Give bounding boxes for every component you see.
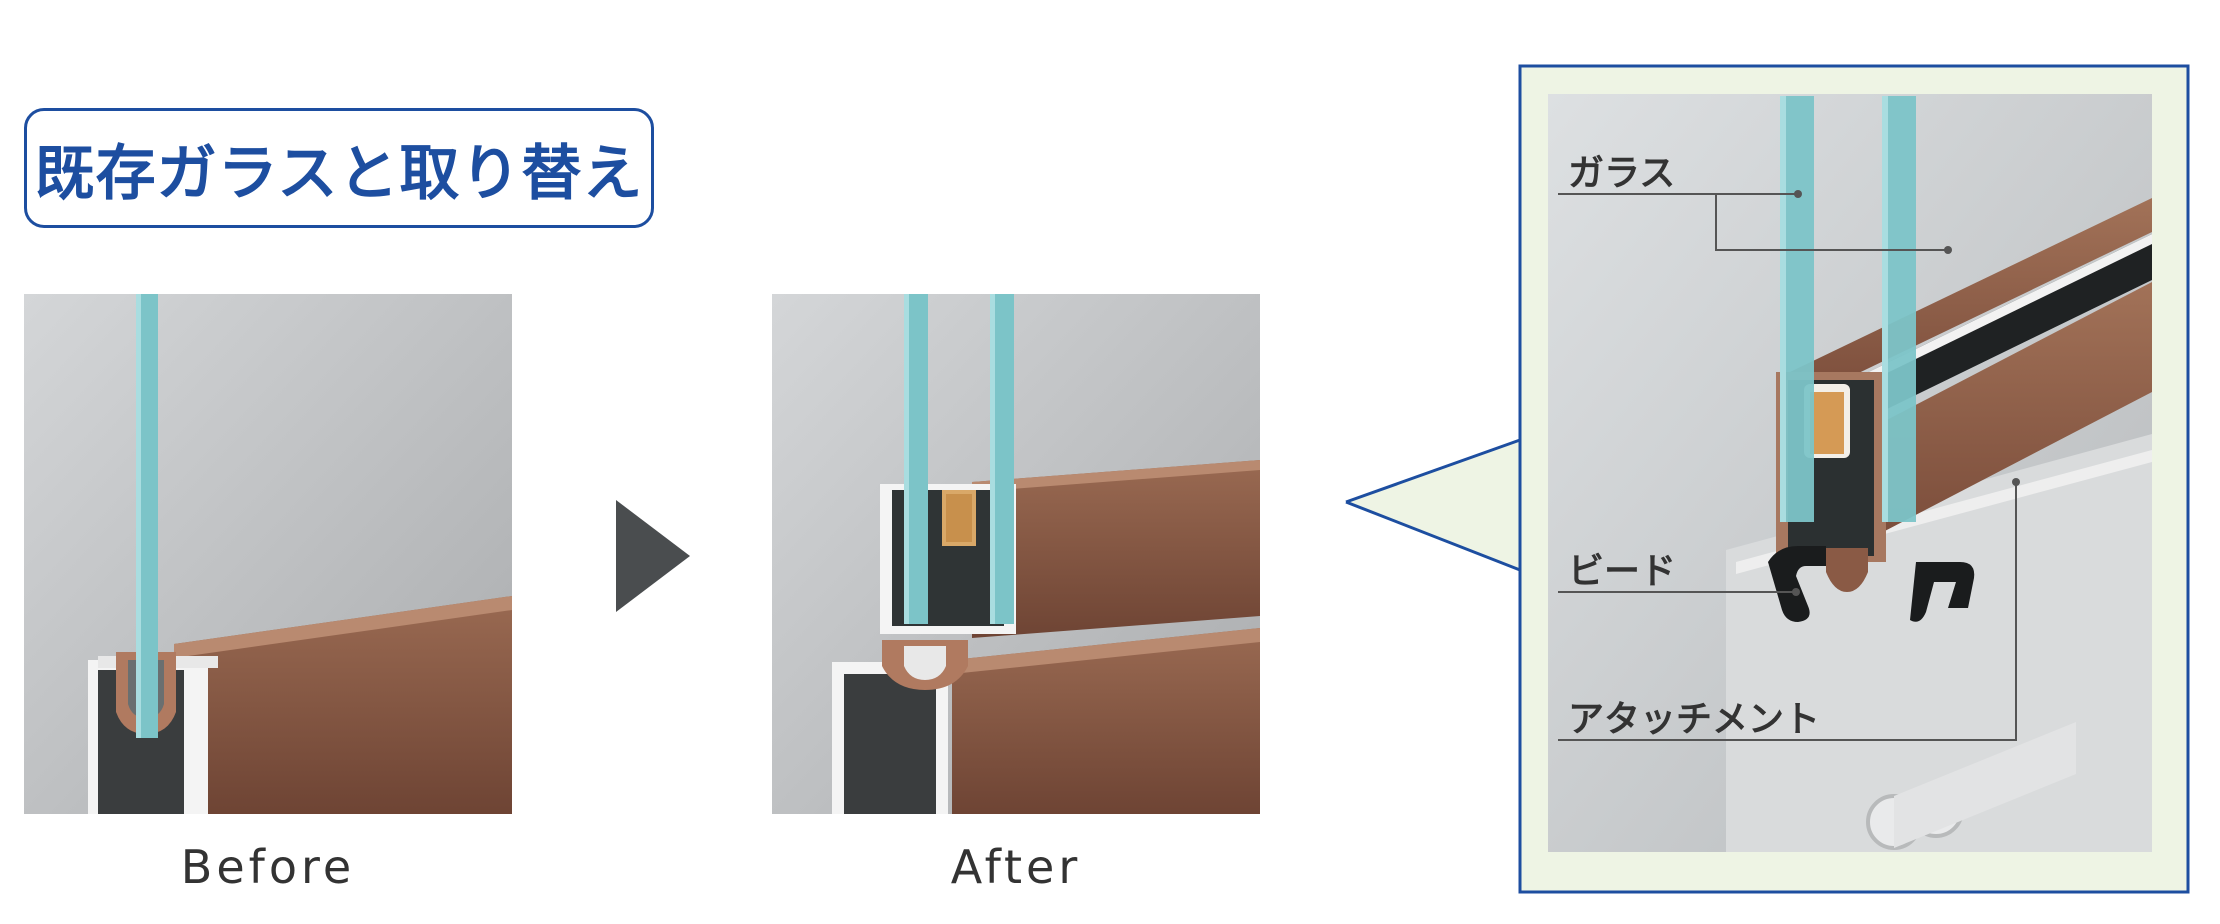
label-bead: ビード — [1568, 551, 1677, 592]
label-glass: ガラス — [1568, 153, 1676, 194]
play-triangle-icon — [616, 500, 690, 612]
after-illustration — [772, 294, 1260, 814]
label-attachment: アタッチメント — [1568, 699, 1821, 740]
after-caption: After — [950, 840, 1082, 894]
title-box: 既存ガラスと取り替え — [24, 108, 654, 228]
before-caption: Before — [180, 840, 356, 894]
page-title: 既存ガラスと取り替え — [34, 138, 644, 209]
detail-callout — [1345, 64, 2190, 894]
before-illustration — [24, 294, 512, 814]
